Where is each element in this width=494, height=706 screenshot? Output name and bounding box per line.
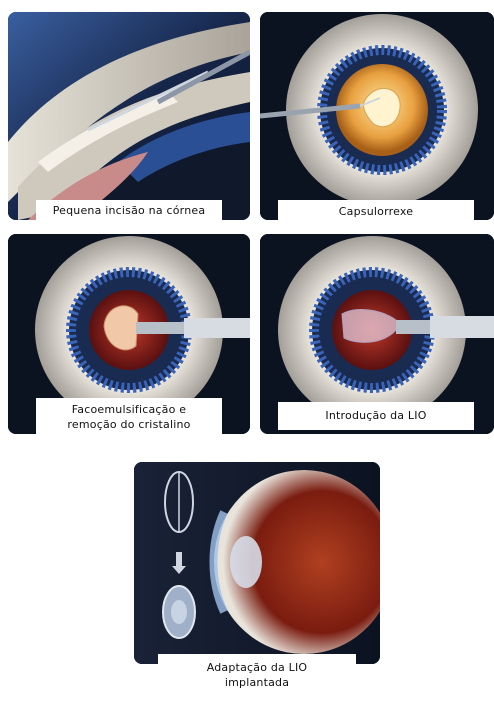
caption-line: implantada [158, 675, 356, 690]
iol-implanted-illustration [134, 462, 380, 664]
caption-line: Capsulorrexe [278, 204, 474, 219]
step-5-panel [134, 462, 380, 664]
caption-line: Adaptação da LIO [158, 660, 356, 675]
step-1-caption: Pequena incisão na córnea [36, 200, 222, 222]
cornea-incision-illustration [8, 12, 250, 220]
caption-line: Facoemulsificação e [36, 402, 222, 417]
caption-line: Pequena incisão na córnea [36, 200, 222, 222]
caption-line: Introdução da LIO [278, 402, 474, 430]
step-1-panel [8, 12, 250, 220]
caption-line: remoção do cristalino [36, 417, 222, 432]
step-3-caption: Facoemulsificação e remoção do cristalin… [36, 398, 222, 440]
step-4-caption: Introdução da LIO [278, 402, 474, 430]
step-5-caption: Adaptação da LIO implantada [158, 654, 356, 706]
step-2-caption: Capsulorrexe [278, 200, 474, 234]
step-2-panel [260, 12, 494, 220]
capsulorhexis-illustration [260, 12, 494, 220]
